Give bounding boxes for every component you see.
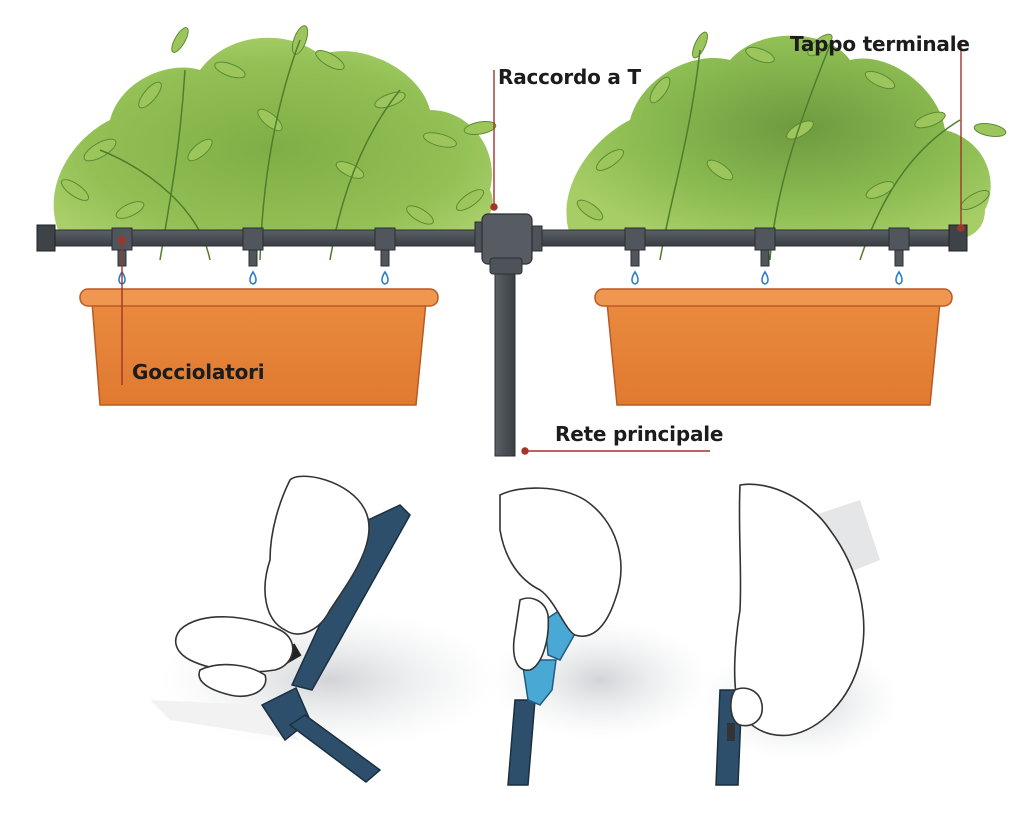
- dripper-4: [624, 227, 646, 267]
- dripper-3: [374, 227, 396, 267]
- end-cap-left: [36, 224, 56, 252]
- leader-lines: [118, 40, 965, 455]
- cutting-pipe-step: [150, 475, 500, 783]
- right-plant: [566, 31, 1007, 261]
- tee-fitting-label: Raccordo a T: [498, 65, 641, 89]
- inserting-fitting-step: [490, 487, 710, 786]
- main-pipe: [494, 267, 516, 457]
- drippers-label: Gocciolatori: [132, 360, 265, 384]
- right-planter: [594, 288, 953, 406]
- dripper-5: [754, 227, 776, 267]
- tee-fitting: [474, 213, 543, 275]
- left-planter: [79, 288, 439, 406]
- main-line-label: Rete principale: [555, 422, 724, 446]
- dripper-2: [242, 227, 264, 267]
- end-cap-right: [948, 224, 968, 252]
- left-plant: [53, 25, 497, 261]
- end-cap-label: Tappo terminale: [790, 32, 970, 56]
- inserting-dripper-step: [700, 483, 900, 786]
- dripper-6: [888, 227, 910, 267]
